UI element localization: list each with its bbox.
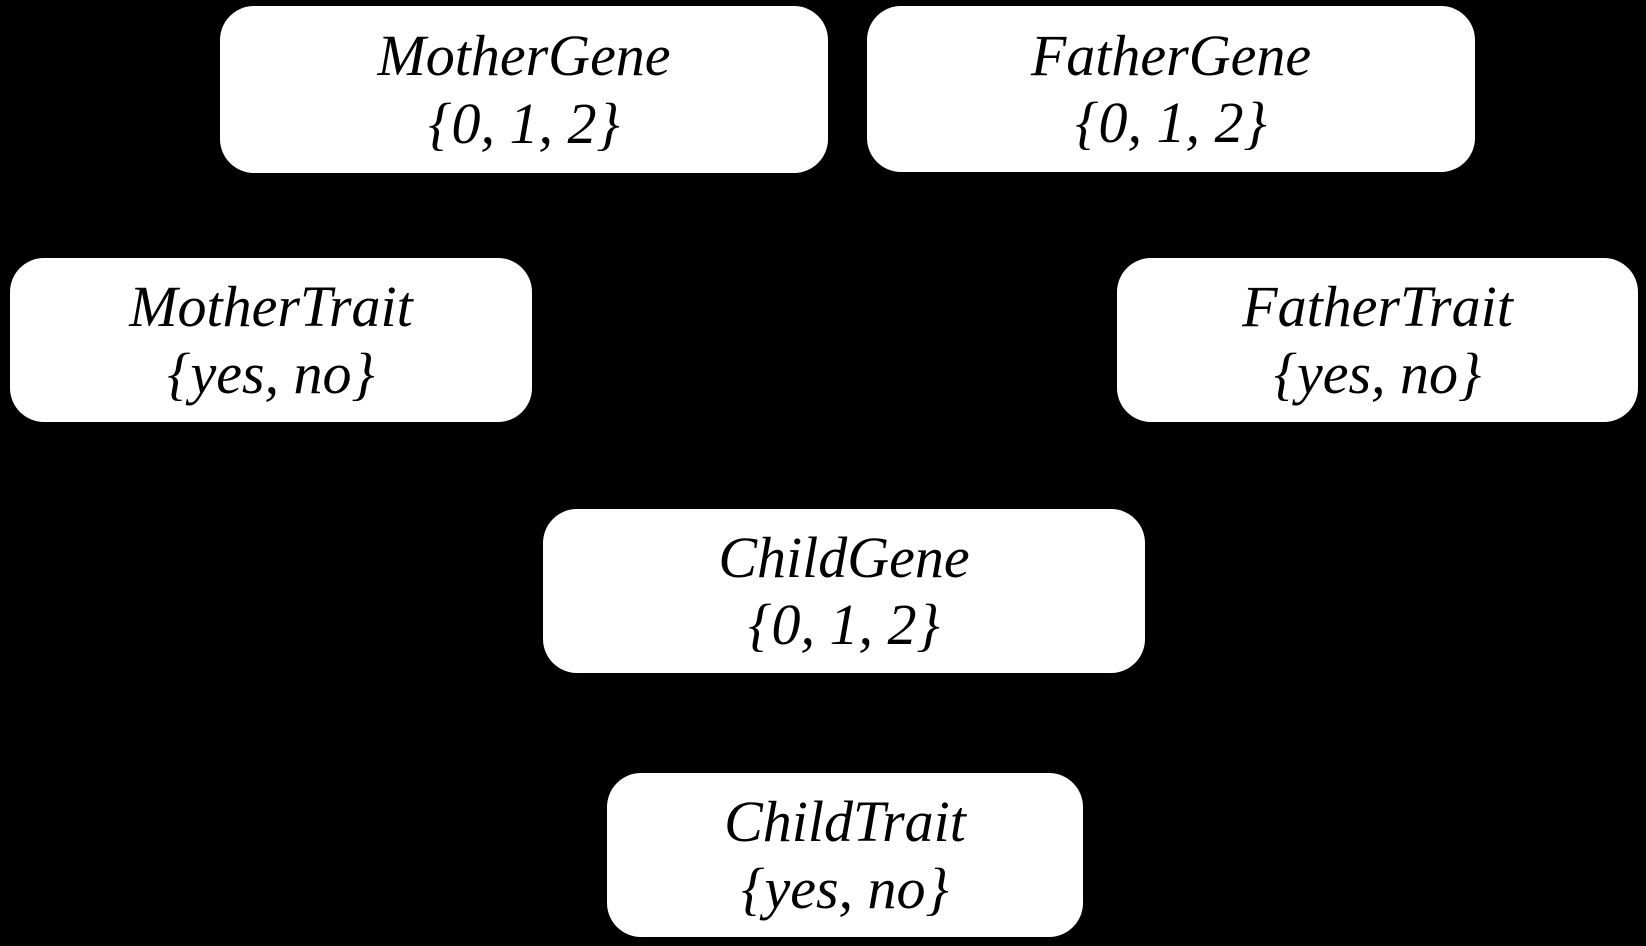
node-child-gene[interactable]: ChildGene {0, 1, 2} [543,509,1145,673]
node-title: MotherGene [377,23,671,89]
node-father-trait[interactable]: FatherTrait {yes, no} [1117,258,1638,422]
node-father-gene[interactable]: FatherGene {0, 1, 2} [867,6,1475,172]
node-mother-trait[interactable]: MotherTrait {yes, no} [10,258,532,422]
node-title: ChildGene [718,524,970,590]
node-mother-gene[interactable]: MotherGene {0, 1, 2} [220,6,828,173]
node-domain: {0, 1, 2} [748,592,940,657]
node-domain: {0, 1, 2} [428,90,620,156]
node-title: FatherGene [1030,22,1312,88]
node-child-trait[interactable]: ChildTrait {yes, no} [607,773,1083,937]
node-title: MotherTrait [129,273,413,339]
node-domain: {yes, no} [167,341,375,406]
node-domain: {yes, no} [1273,341,1482,406]
node-title: FatherTrait [1242,273,1513,339]
node-domain: {yes, no} [741,856,949,921]
node-domain: {0, 1, 2} [1075,90,1267,155]
node-title: ChildTrait [724,788,966,854]
